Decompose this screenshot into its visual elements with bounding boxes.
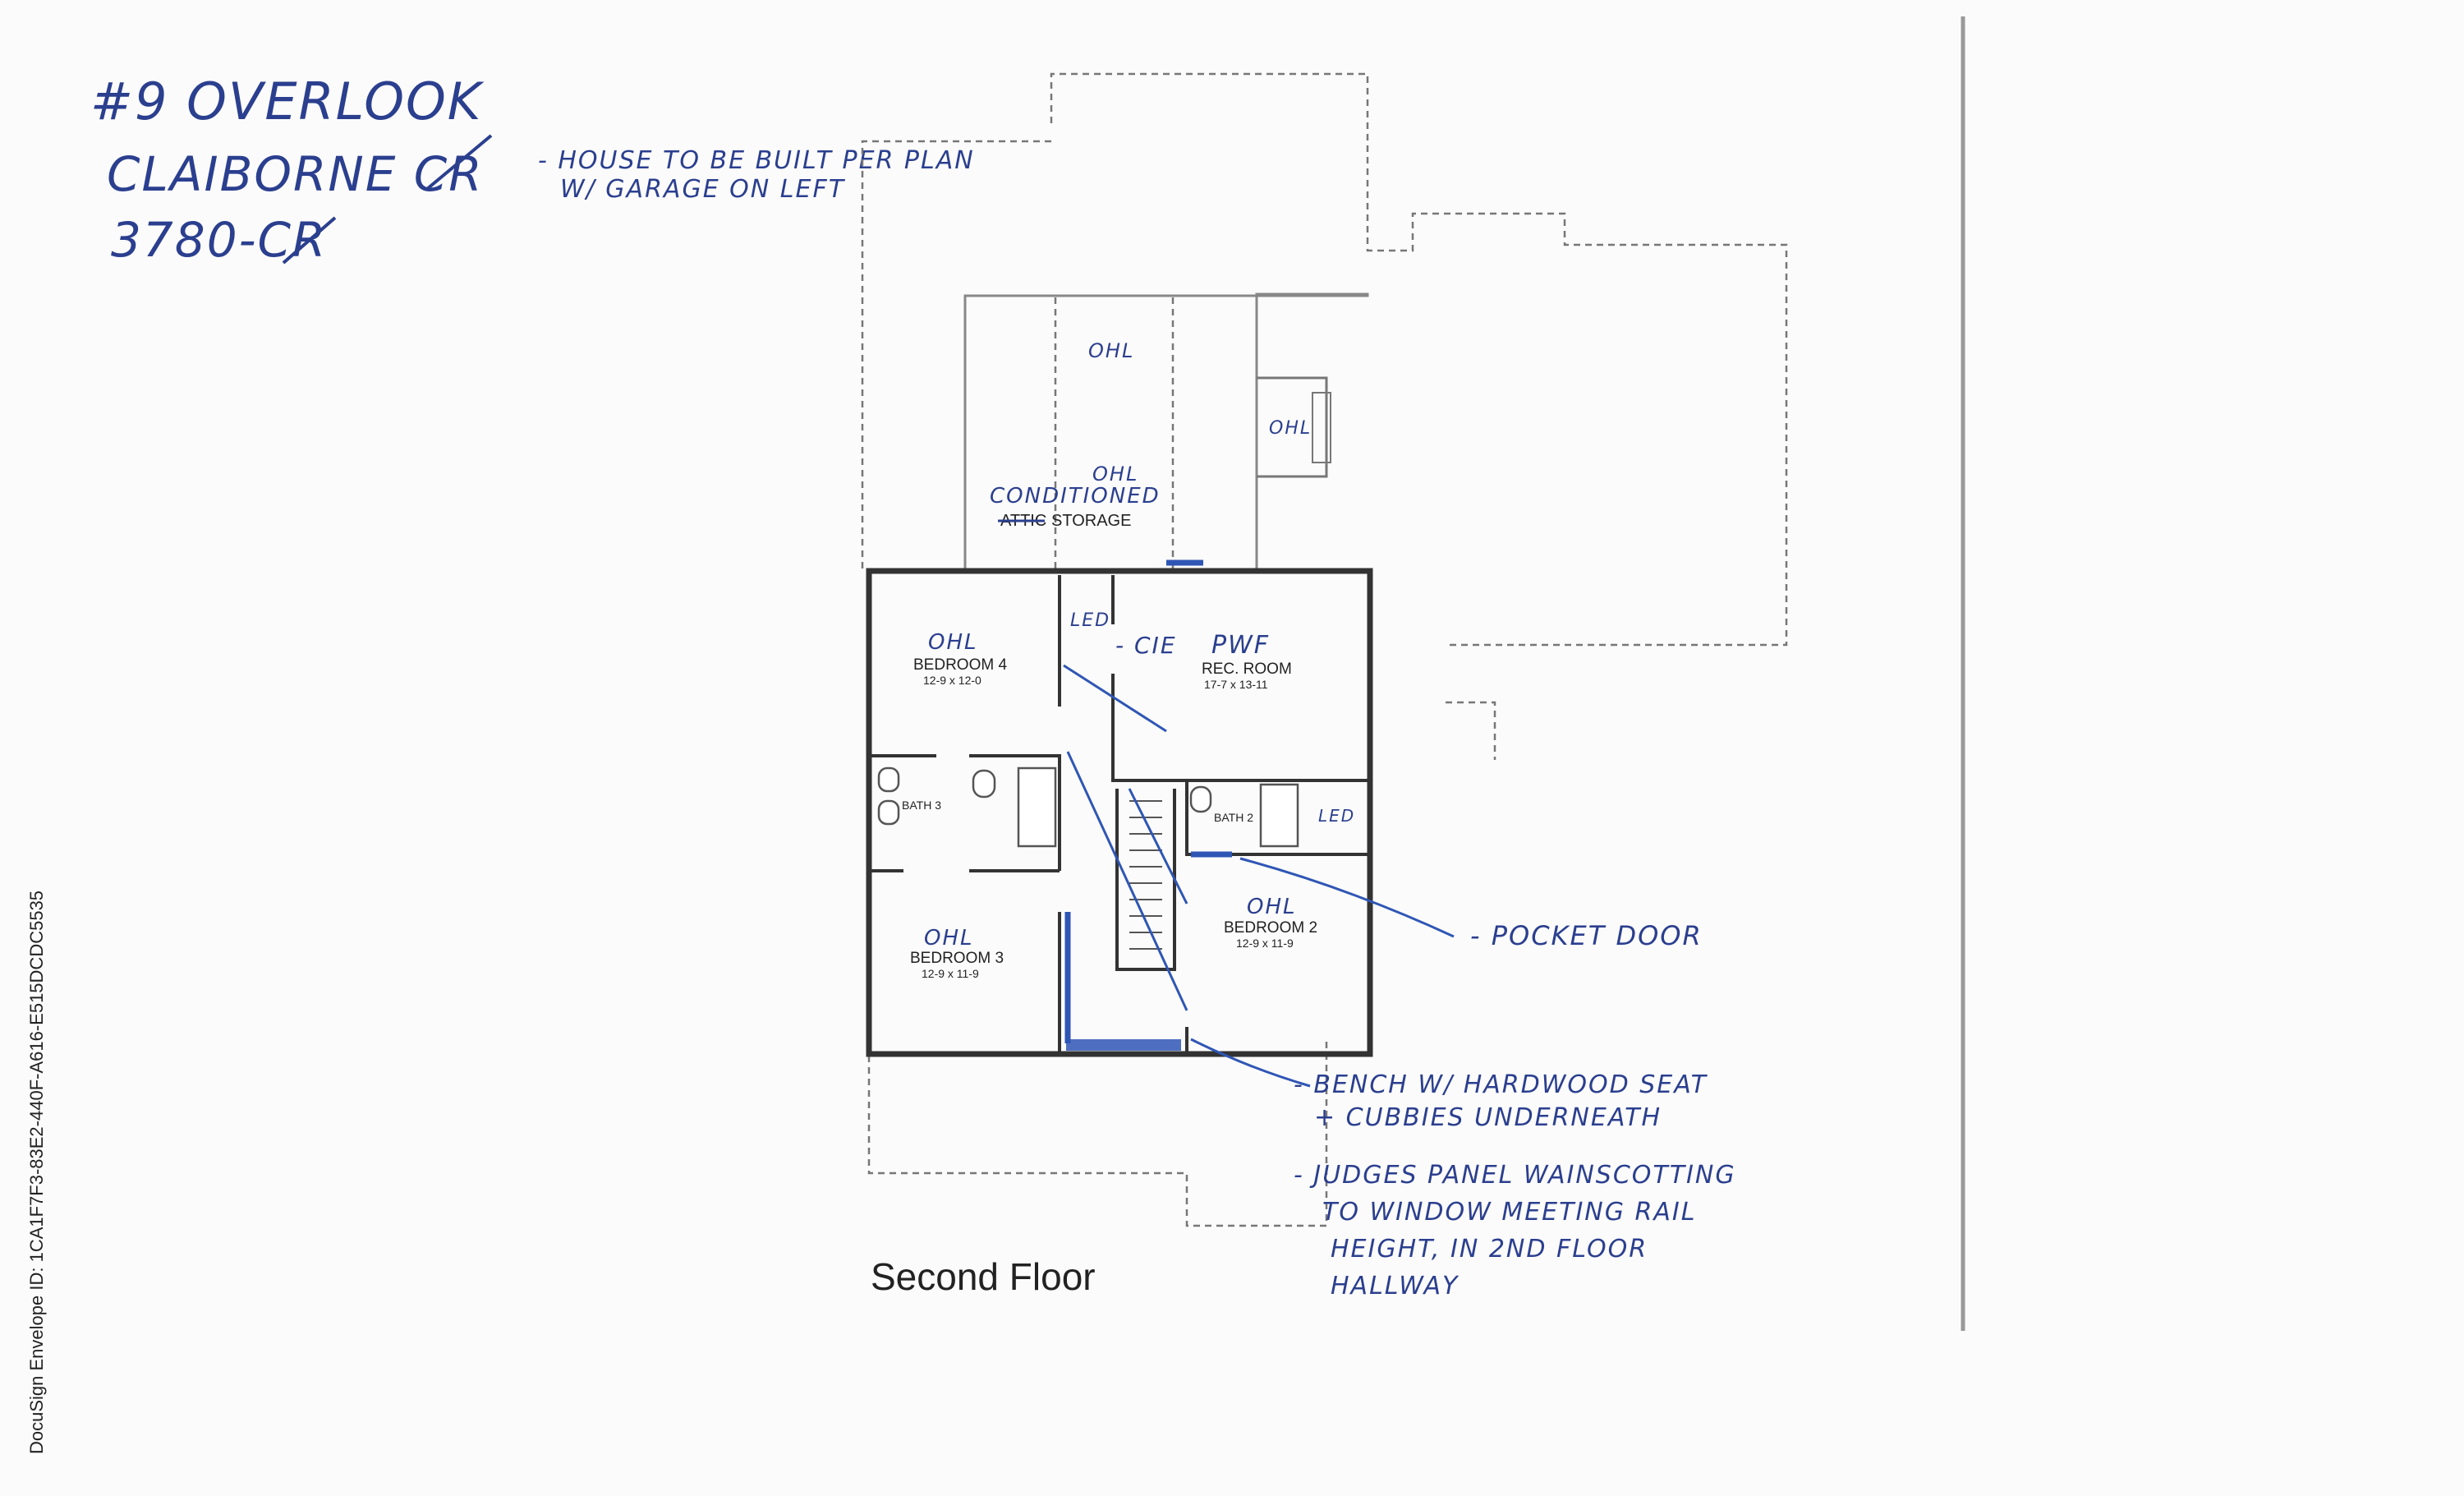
exterior-walls [866,568,1373,1057]
storage-label: STORAGE [1051,512,1131,530]
sink-bath3-a [877,766,900,793]
stair-markup [1128,788,1188,905]
docusign-envelope-id: DocuSign Envelope ID: 1CA1F7F3-83E2-440F… [26,891,47,1454]
bath2-name: BATH 2 [1214,811,1253,824]
model-strike [425,134,493,191]
storage-outline [963,292,1369,571]
ohl-storage-bump: OHL [1269,418,1312,439]
build-note-2: W/ GARAGE ON LEFT [560,175,846,204]
roof-outline-lower [867,1037,1328,1227]
storage-conditioned: CONDITIONED [990,484,1161,509]
toilet-bath3 [972,769,996,799]
wall-bath3-hall [969,754,1061,871]
tub-bath3 [1017,766,1057,848]
led-mark-2: LED [1318,806,1355,826]
bedroom4-size: 12-9 x 12-0 [923,674,981,687]
ohl-storage-mid: OHL [1092,463,1138,486]
stair-treads [1129,800,1162,950]
rec-room-size: 17-7 x 13-11 [1204,678,1268,691]
rec-room-name: REC. ROOM [1202,661,1292,678]
wall-rec-lower [1111,674,1370,782]
bench-note-2: + CUBBIES UNDERNEATH [1314,1103,1662,1132]
model-code: 3780-CR [111,212,327,268]
bench-leader [1190,1038,1311,1088]
toilet-bath2 [1189,785,1212,813]
bedroom3-name: BEDROOM 3 [910,950,1004,967]
code-strike [282,216,337,265]
storage-bump [1257,376,1328,478]
roof-outline-left [861,140,1051,571]
bedroom2-note: OHL [1247,895,1297,919]
plan-title: Second Floor [871,1255,1096,1298]
hall-markup-2 [1066,751,1188,1011]
bedroom4-note: OHL [928,630,978,655]
judges-note-4: HALLWAY [1331,1272,1460,1300]
wall-bath2 [1185,780,1370,856]
judges-note-1: - JUDGES PANEL WAINSCOTTING [1294,1161,1736,1190]
bench-markup [1066,1039,1181,1051]
roof-outline-upper [1050,72,1788,647]
cie-mark: - CIE [1115,632,1177,659]
led-mark-1: LED [1070,610,1110,631]
judges-note-3: HEIGHT, IN 2ND FLOOR [1331,1235,1648,1264]
bedroom2-size: 12-9 x 11-9 [1236,937,1294,950]
bedroom3-size: 12-9 x 11-9 [922,967,979,980]
sink-bath3-b [877,799,900,826]
pocket-door-leader [1239,857,1455,938]
bedroom3-note: OHL [924,926,974,951]
bedroom4-name: BEDROOM 4 [913,656,1007,674]
bedroom2-name: BEDROOM 2 [1224,919,1317,937]
judges-note-2: TO WINDOW MEETING RAIL [1322,1198,1696,1227]
ohl-storage-top: OHL [1088,339,1134,362]
bench-note-1: - BENCH W/ HARDWOOD SEAT [1294,1070,1708,1099]
storage-bump-window [1312,392,1331,463]
pocket-door-note: - POCKET DOOR [1470,920,1703,951]
roof-outline-right-step [1446,701,1496,760]
model-name: CLAIBORNE CR [107,146,484,202]
hall-markup-1 [1063,664,1167,733]
lot-number: #9 OVERLOOK [90,71,485,131]
build-note-1: - HOUSE TO BE BUILT PER PLAN [538,146,975,175]
bath3-name: BATH 3 [902,799,941,812]
tub-bath2 [1259,783,1299,848]
rec-room-note: PWF [1211,631,1270,660]
